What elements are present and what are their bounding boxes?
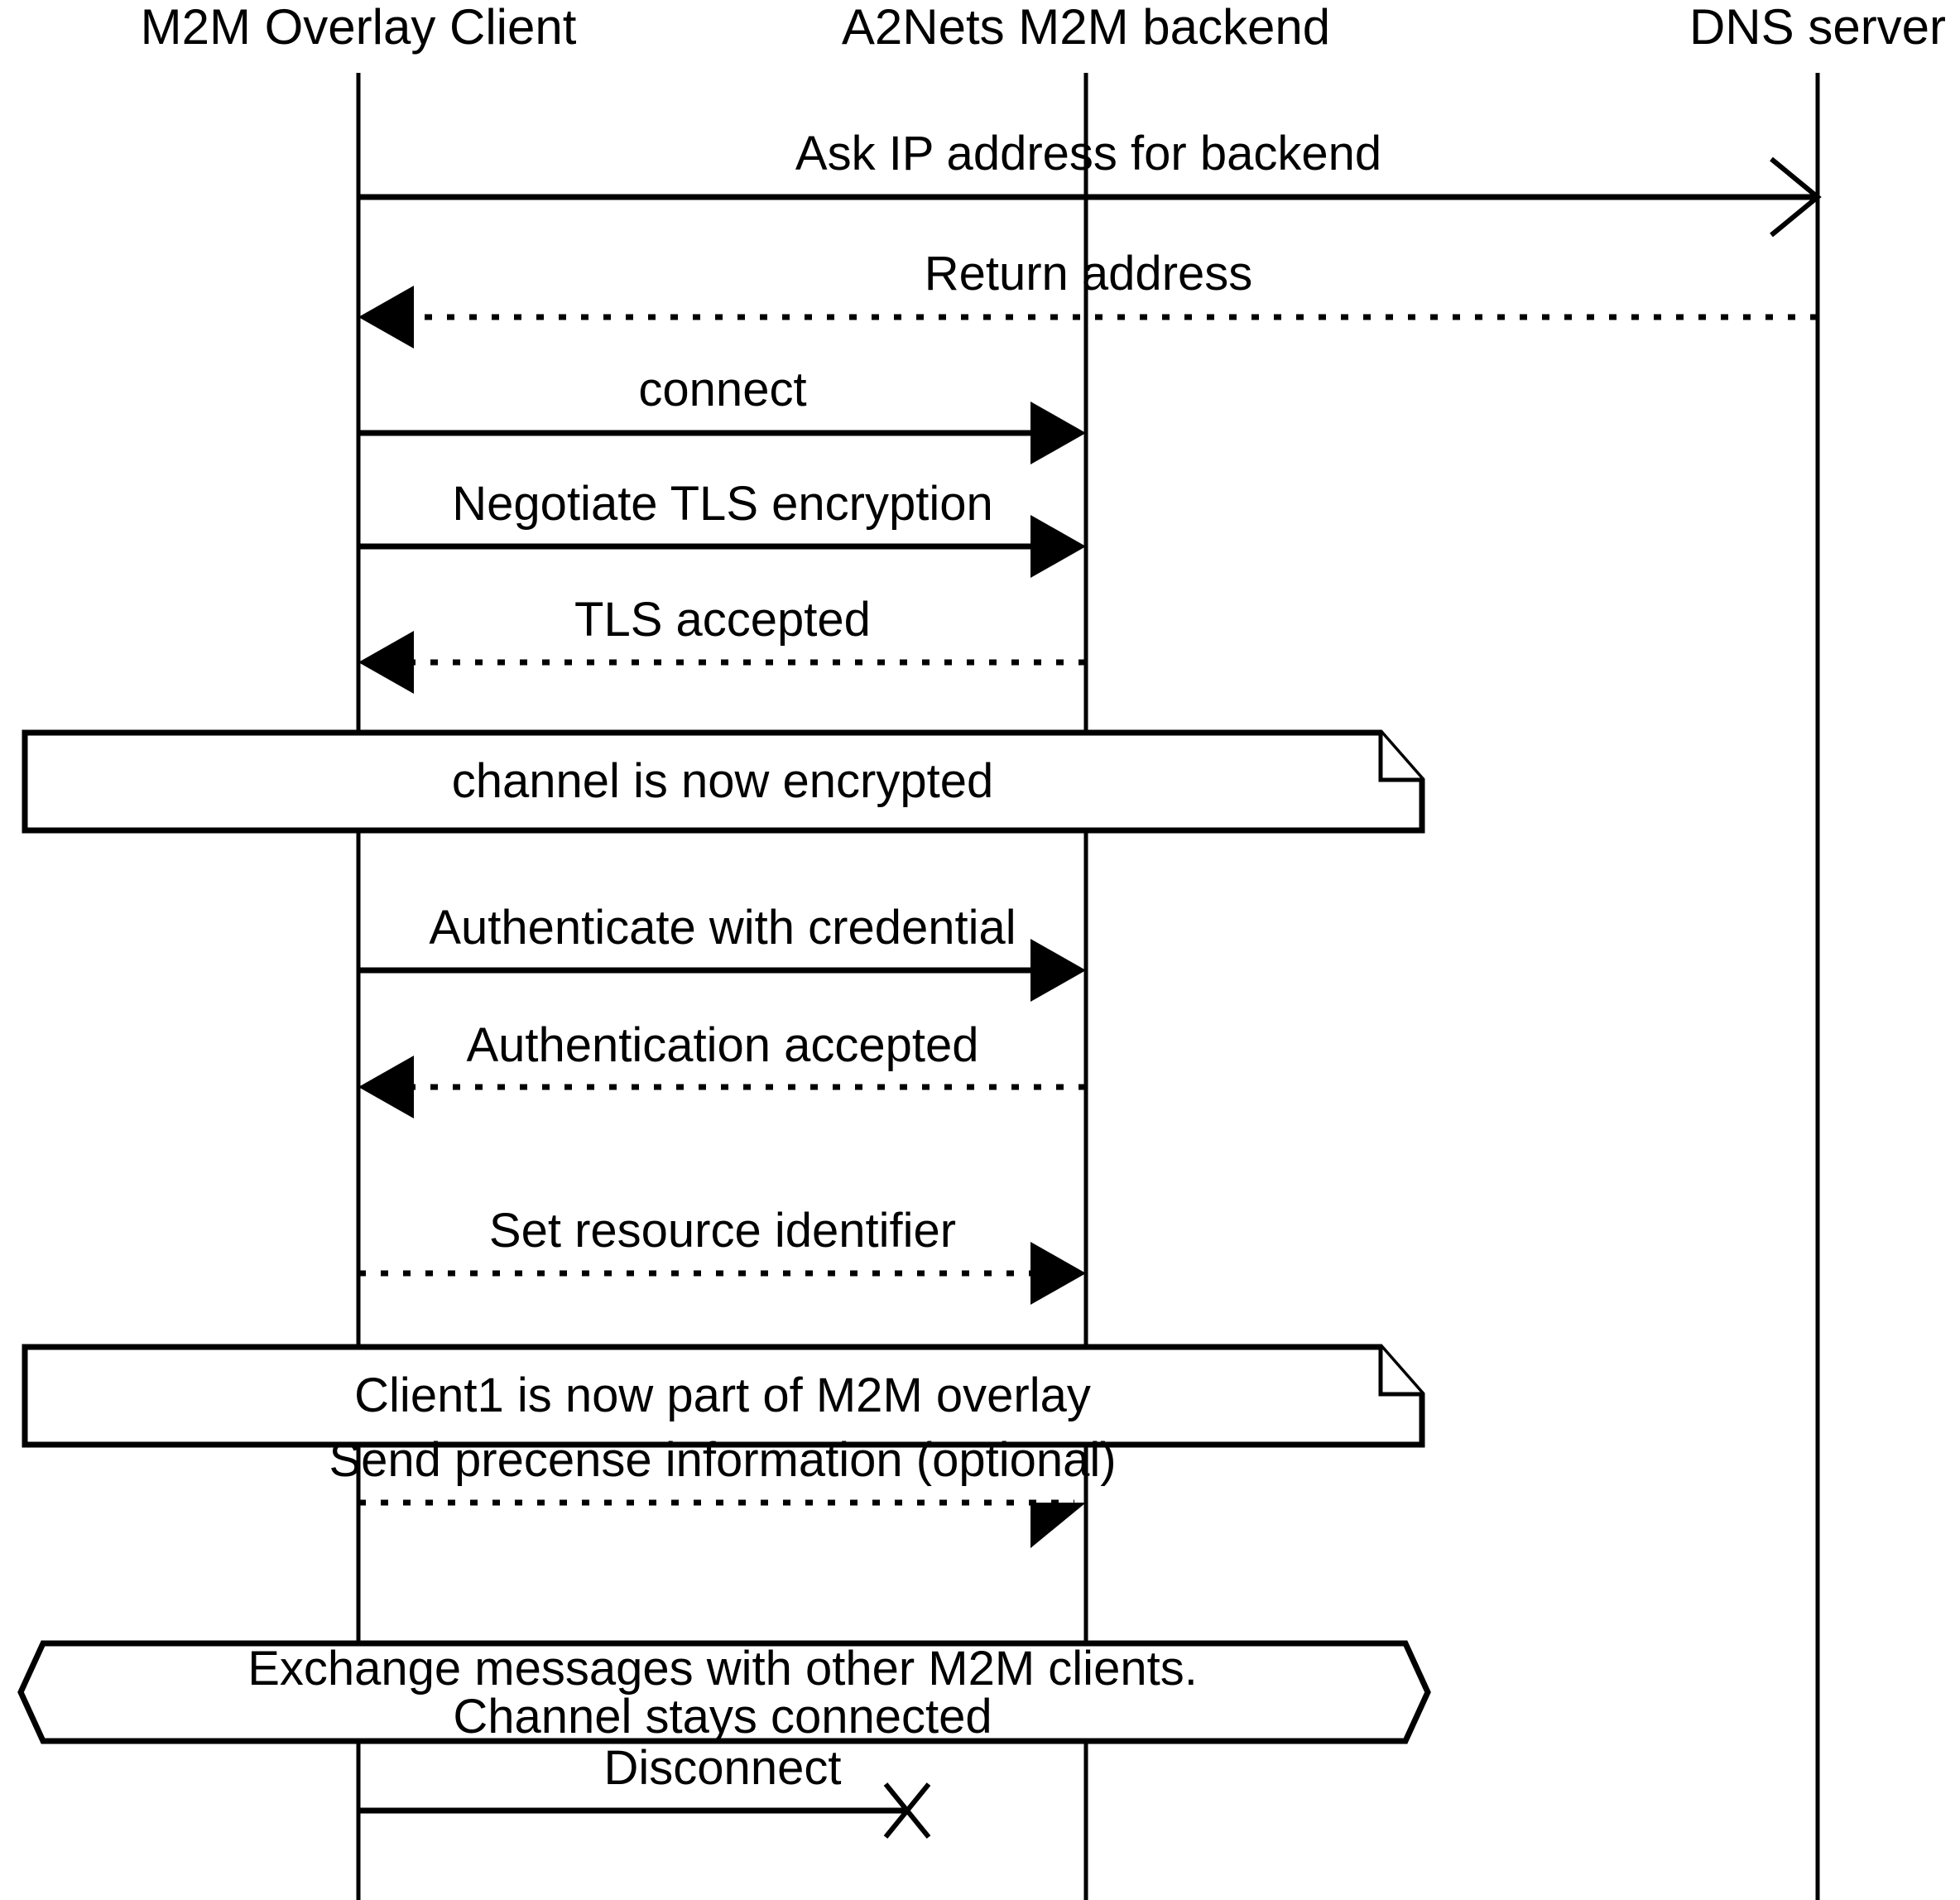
message-authenticate-with-credential: Authenticate with credential <box>358 901 1086 1002</box>
message-label-authenticate-with-credential: Authenticate with credential <box>429 901 1016 955</box>
message-label-send-precense-information: Send precense information (optional) <box>329 1433 1116 1487</box>
message-label-disconnect: Disconnect <box>604 1741 842 1795</box>
frame-body <box>17 1640 1431 1744</box>
message-label-ask-ip-address: Ask IP address for backend <box>795 127 1381 180</box>
note-fold-corner-icon <box>1378 1347 1422 1397</box>
message-ask-ip-address: Ask IP address for backend <box>358 127 1822 238</box>
note-label-client1-overlay: Client1 is now part of M2M overlay <box>354 1368 1091 1422</box>
arrowhead-filled-left-icon <box>358 631 414 694</box>
frame-exchange-messages: Exchange messages with other M2M clients… <box>17 1640 1431 1744</box>
note-label-channel-encrypted: channel is now encrypted <box>452 754 994 808</box>
frame-label-line-2: Channel stays connected <box>453 1690 992 1744</box>
message-disconnect: Disconnect <box>358 1741 931 1839</box>
message-negotiate-tls: Negotiate TLS encryption <box>358 477 1086 578</box>
note-fold-corner-icon <box>1378 733 1422 782</box>
note-channel-is-now-encrypted: channel is now encrypted <box>22 729 1425 834</box>
participant-label-dns: DNS server <box>1689 0 1946 55</box>
note-client1-is-now-part-of-m2m-overlay: Client1 is now part of M2M overlay <box>22 1344 1425 1448</box>
arrowhead-filled-right-icon <box>1030 402 1086 464</box>
message-label-return-address: Return address <box>925 247 1253 301</box>
note-body <box>22 729 1425 834</box>
frame-label-line-1: Exchange messages with other M2M clients… <box>247 1642 1198 1696</box>
message-tls-accepted: TLS accepted <box>358 593 1086 694</box>
message-send-precense-information: Send precense information (optional) <box>329 1433 1117 1548</box>
participant-label-client: M2M Overlay Client <box>141 0 577 55</box>
message-label-connect: connect <box>638 363 806 416</box>
message-set-resource-identifier: Set resource identifier <box>358 1204 1086 1305</box>
arrowhead-filled-right-icon <box>1030 515 1086 578</box>
lifelines <box>356 73 1820 1900</box>
message-label-negotiate-tls: Negotiate TLS encryption <box>452 477 992 531</box>
arrowhead-filled-right-icon <box>1030 1242 1086 1305</box>
message-label-authentication-accepted: Authentication accepted <box>466 1018 978 1072</box>
message-return-address: Return address <box>358 247 1818 349</box>
arrowhead-filled-left-icon <box>358 286 414 349</box>
arrowhead-open-right-icon <box>1770 156 1822 238</box>
message-label-tls-accepted: TLS accepted <box>574 593 871 647</box>
message-label-set-resource-identifier: Set resource identifier <box>489 1204 956 1258</box>
arrowhead-half-filled-right-icon <box>1030 1503 1086 1548</box>
arrowhead-filled-left-icon <box>358 1056 414 1118</box>
message-authentication-accepted: Authentication accepted <box>358 1018 1086 1118</box>
note-body <box>22 1344 1425 1448</box>
message-connect: connect <box>358 363 1086 464</box>
destroy-marker-x-icon-2 <box>883 1782 931 1839</box>
participant-headers: M2M Overlay Client A2Nets M2M backend DN… <box>141 0 1946 55</box>
participant-label-backend: A2Nets M2M backend <box>842 0 1330 55</box>
arrowhead-filled-right-icon <box>1030 939 1086 1002</box>
